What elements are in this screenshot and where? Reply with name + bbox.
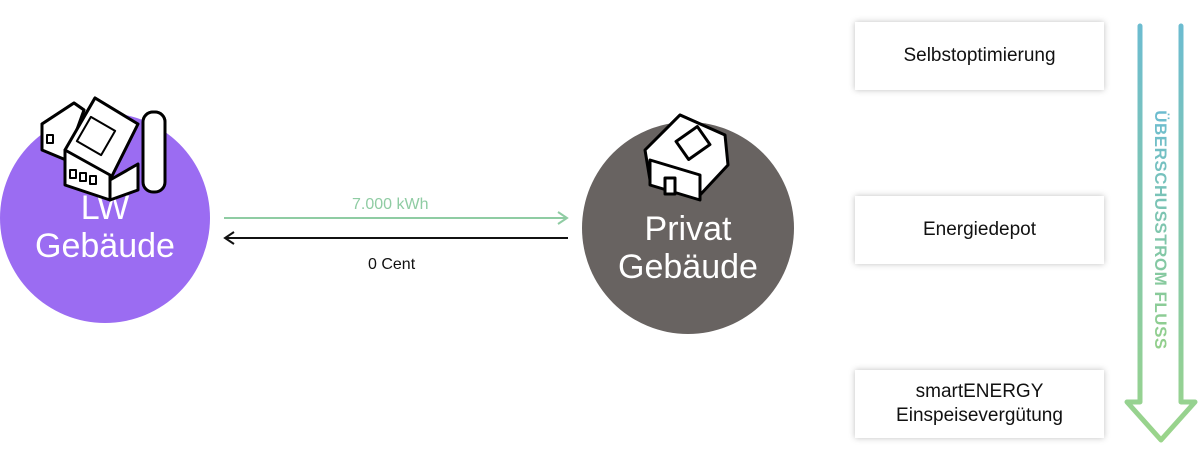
payment-arrow xyxy=(223,231,568,245)
option-label: Energiedepot xyxy=(922,219,1037,240)
private-building-node: Privat Gebäude xyxy=(582,122,794,334)
energy-arrow xyxy=(224,211,569,225)
flow-down-arrow xyxy=(1124,23,1198,443)
option-label-line1: smartENERGY xyxy=(915,381,1044,402)
option-smartenergy[interactable]: smartENERGY Einspeisevergütung xyxy=(855,370,1104,438)
payment-amount-label: 0 Cent xyxy=(368,256,416,273)
privat-label-line2: Gebäude xyxy=(618,248,758,286)
option-energiedepot[interactable]: Energiedepot xyxy=(855,196,1104,264)
lw-building-node: LW Gebäude xyxy=(0,113,210,323)
flow-arrow-label: ÜBERSCHUSSTROM FLUSS xyxy=(1151,110,1170,350)
lw-label-line1: LW xyxy=(80,189,130,227)
lw-label-line2: Gebäude xyxy=(35,227,175,265)
privat-label-line1: Privat xyxy=(644,210,732,248)
option-label-line2: Einspeisevergütung xyxy=(896,405,1063,426)
option-selbstoptimierung[interactable]: Selbstoptimierung xyxy=(855,22,1104,90)
energy-amount-label: 7.000 kWh xyxy=(352,196,429,213)
option-label: Selbstoptimierung xyxy=(903,45,1056,66)
